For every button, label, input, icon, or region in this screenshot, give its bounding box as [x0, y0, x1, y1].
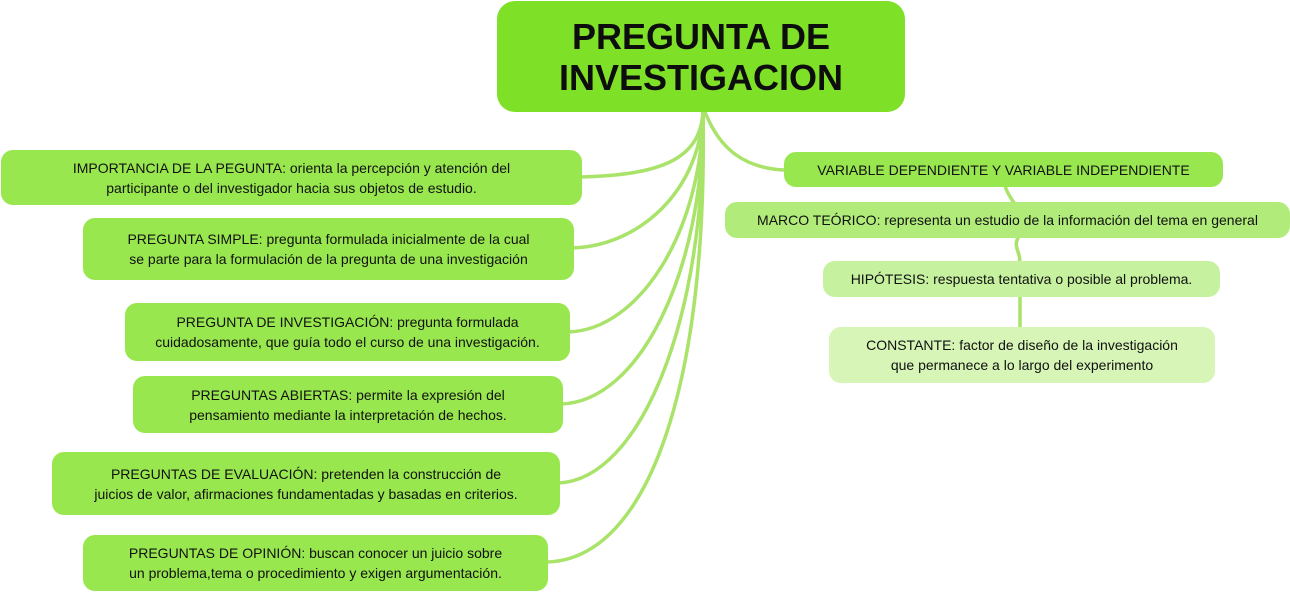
node-text-line1: CONSTANTE: factor de diseño de la invest…: [866, 337, 1178, 353]
node-text-line1: PREGUNTA DE INVESTIGACIÓN: pregunta form…: [176, 314, 519, 330]
root-title-line2: INVESTIGACION: [558, 56, 844, 98]
node-text-line1: PREGUNTA SIMPLE: pregunta formulada inic…: [127, 231, 530, 247]
connector-root-to-pregunta-simple: [570, 110, 705, 250]
connector-root-to-preguntas-opinion: [544, 110, 706, 564]
node-preguntas-de-evaluacion: PREGUNTAS DE EVALUACIÓN: pretenden la co…: [52, 452, 560, 515]
node-text-line1: PREGUNTAS DE EVALUACIÓN: pretenden la co…: [110, 465, 502, 482]
node-constante: CONSTANTE: factor de diseño de la invest…: [829, 327, 1215, 383]
node-text-line2: se parte para la formulación de la pregu…: [129, 251, 528, 267]
node-text-line2: juicios de valor, afirmaciones fundament…: [94, 485, 518, 502]
connector-root-to-variable: [703, 110, 786, 172]
node-text-line2: un problema,tema o procedimiento y exige…: [129, 565, 502, 581]
root-title-line1: PREGUNTA DE: [571, 15, 830, 57]
node-text-line2: pensamiento mediante la interpretación d…: [189, 406, 507, 423]
node-text-line1: IMPORTANCIA DE LA PEGUNTA: orienta la pe…: [72, 159, 511, 176]
node-pregunta-simple: PREGUNTA SIMPLE: pregunta formulada inic…: [83, 218, 574, 280]
node-preguntas-de-opinion: PREGUNTAS DE OPINIÓN: buscan conocer un …: [83, 535, 548, 591]
node-hipotesis: HIPÓTESIS: respuesta tentativa o posible…: [823, 261, 1220, 297]
connector-root-to-preguntas-evaluacion: [556, 110, 705, 485]
node-variable-dependiente-independiente: VARIABLE DEPENDIENTE Y VARIABLE INDEPEND…: [784, 152, 1223, 187]
node-text-line2: que permanece a lo largo del experimento: [890, 357, 1154, 373]
node-importancia-de-la-pregunta: IMPORTANCIA DE LA PEGUNTA: orienta la pe…: [1, 150, 582, 205]
node-text-line1: VARIABLE DEPENDIENTE Y VARIABLE INDEPEND…: [817, 161, 1190, 178]
node-text-line2: cuidadosamente, que guía todo el curso d…: [155, 334, 540, 350]
root-node-pregunta-de-investigacion: PREGUNTA DE INVESTIGACION: [497, 1, 905, 112]
node-marco-teorico: MARCO TEÓRICO: representa un estudio de …: [725, 202, 1290, 238]
node-text-line1: PREGUNTAS ABIERTAS: permite la expresión…: [191, 386, 505, 403]
node-text-line1: MARCO TEÓRICO: representa un estudio de …: [757, 212, 1258, 228]
node-preguntas-abiertas: PREGUNTAS ABIERTAS: permite la expresión…: [133, 376, 563, 433]
node-pregunta-de-investigacion: PREGUNTA DE INVESTIGACIÓN: pregunta form…: [125, 303, 570, 361]
connector-root-to-preguntas-abiertas: [559, 110, 705, 406]
node-text-line2: participante o del investigador hacia su…: [106, 179, 477, 196]
node-text-line1: HIPÓTESIS: respuesta tentativa o posible…: [850, 271, 1193, 287]
connector-root-to-importancia: [578, 110, 705, 179]
node-text-line1: PREGUNTAS DE OPINIÓN: buscan conocer un …: [128, 545, 503, 561]
connector-root-to-pregunta-investigacion: [566, 110, 705, 334]
